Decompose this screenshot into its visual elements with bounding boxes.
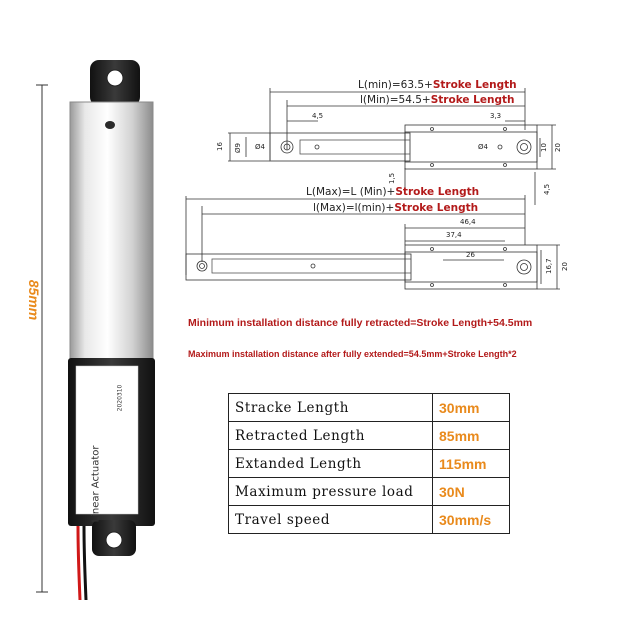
spec-row: Travel speed 30mm/s (228, 505, 510, 534)
lmin-inner-formula-highlight: Stroke Length (431, 94, 515, 106)
extended-drawing (185, 195, 560, 290)
lmin-formula: L(min)=63.5+Stroke Length (358, 79, 517, 91)
spec-value: 85mm (432, 421, 510, 450)
spec-label: Travel speed (228, 505, 433, 534)
spec-row: Stracke Length 30mm (228, 393, 510, 422)
spec-label: Stracke Length (228, 393, 433, 422)
dim-phi4-right: Ø4 (478, 143, 489, 151)
lmin-formula-prefix: L(min)=63.5+ (358, 79, 433, 91)
bottom-mount-hole (105, 531, 123, 549)
spec-value: 115mm (432, 449, 510, 478)
dim-phi9: Ø9 (234, 143, 242, 153)
max-install-note: Maximum installation distance after full… (188, 349, 517, 359)
black-wire (82, 525, 88, 601)
spec-table: Stracke Length 30mm Retracted Length 85m… (228, 393, 510, 534)
dim-37-4: 37,4 (446, 231, 462, 239)
retracted-drawing (228, 88, 556, 205)
dim-3-3: 3,3 (490, 112, 501, 120)
tube-screw (105, 121, 115, 129)
dim-phi4-left: Ø4 (255, 143, 266, 151)
dim-10: 10 (540, 143, 548, 152)
dim-1-5: 1,5 (388, 173, 396, 184)
extended-formulas: L(Max)=L (Min)+Stroke Length l(Max)=l(mi… (306, 184, 569, 274)
dim-26: 26 (466, 251, 475, 259)
lmin-formula-highlight: Stroke Length (433, 79, 517, 91)
lmax-formula-prefix: L(Max)=L (Min)+ (306, 186, 395, 198)
spec-label: Retracted Length (228, 421, 433, 450)
lmin-inner-formula: l(Min)=54.5+Stroke Length (360, 94, 514, 106)
lmax-inner-formula: l(Max)=l(min)+Stroke Length (313, 202, 478, 214)
spec-value: 30N (432, 477, 510, 506)
spec-row: Maximum pressure load 30N (228, 477, 510, 506)
dim-16: 16 (216, 142, 224, 151)
dim-4-5-bottom: 4,5 (543, 184, 551, 195)
spec-value: 30mm (432, 393, 510, 422)
actuator-photo (68, 60, 155, 601)
top-mount-hole (106, 69, 124, 87)
batch-code-text: 2020310 (116, 384, 124, 412)
dim-20-bottom: 20 (561, 262, 569, 271)
length-label: 85mm (26, 279, 42, 321)
lmax-formula: L(Max)=L (Min)+Stroke Length (306, 186, 479, 198)
lmax-formula-highlight: Stroke Length (395, 186, 479, 198)
lmin-inner-formula-prefix: l(Min)=54.5+ (360, 94, 431, 106)
dim-20-top: 20 (554, 143, 562, 152)
spec-label: Maximum pressure load (228, 477, 433, 506)
dim-4-5-top: 4,5 (312, 112, 323, 120)
spec-row: Extanded Length 115mm (228, 449, 510, 478)
dim-16-7: 16,7 (545, 258, 553, 274)
overall-length-dimension (36, 84, 48, 593)
spec-value: 30mm/s (432, 505, 510, 534)
product-sticker (75, 365, 139, 515)
aluminium-tube (69, 101, 154, 365)
lmax-inner-formula-highlight: Stroke Length (394, 202, 478, 214)
red-wire (76, 525, 82, 601)
retracted-formulas: L(min)=63.5+Stroke Length l(Min)=54.5+St… (216, 79, 562, 184)
min-install-note: Minimum installation distance fully retr… (188, 317, 532, 329)
spec-label: Extanded Length (228, 449, 433, 478)
lmax-inner-formula-prefix: l(Max)=l(min)+ (313, 202, 394, 214)
dim-46-4: 46,4 (460, 218, 476, 226)
spec-row: Retracted Length 85mm (228, 421, 510, 450)
product-label-text: Linear Actuator (90, 445, 102, 523)
